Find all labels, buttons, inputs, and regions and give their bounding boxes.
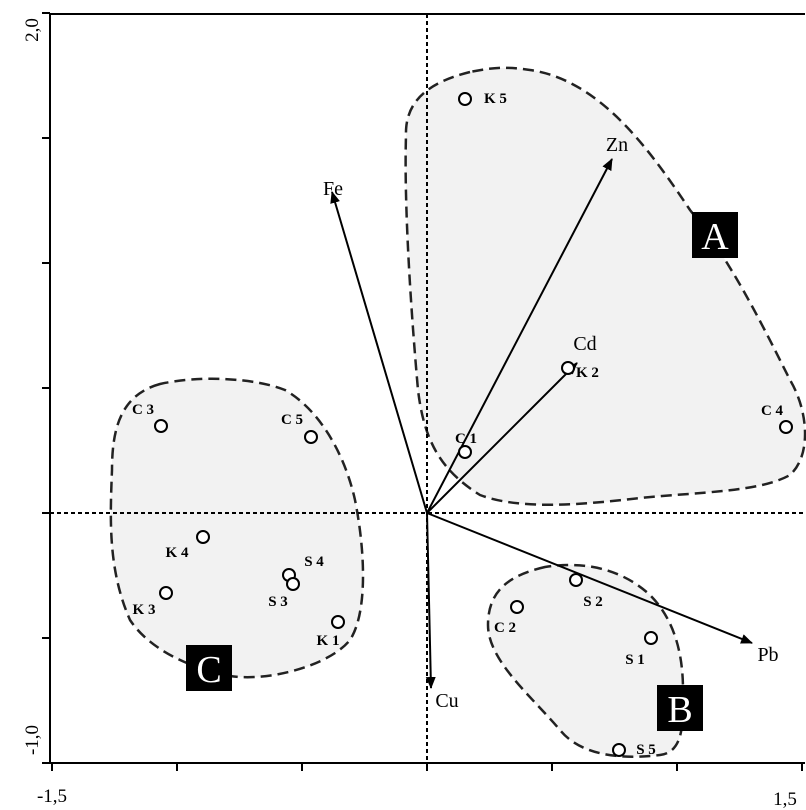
sample-point bbox=[286, 577, 300, 591]
sample-point bbox=[331, 615, 345, 629]
group-label-b: B bbox=[667, 689, 692, 731]
vector-fe bbox=[330, 191, 428, 514]
sample-point bbox=[159, 586, 173, 600]
vector-label-cu: Cu bbox=[435, 690, 458, 712]
x-tick-label: -1,5 bbox=[37, 786, 67, 807]
group-label-a: A bbox=[701, 216, 729, 258]
sample-point bbox=[458, 445, 472, 459]
group-box-b bbox=[657, 685, 703, 731]
axes: -1,5 1,5 2,0 -1,0 bbox=[22, 12, 805, 810]
sample-point-label: C 2 bbox=[494, 620, 516, 636]
group-label-c: C bbox=[196, 649, 221, 691]
sample-point-label: K 5 bbox=[484, 91, 507, 107]
x-tick-label: 1,5 bbox=[773, 789, 797, 810]
sample-point bbox=[569, 573, 583, 587]
y-tick-label: 2,0 bbox=[22, 18, 43, 42]
sample-point bbox=[196, 530, 210, 544]
group-a-region bbox=[404, 66, 806, 507]
sample-point-label: C 1 bbox=[455, 431, 477, 447]
vector-zn bbox=[426, 158, 613, 514]
sample-point-label: S 4 bbox=[304, 554, 324, 570]
y-tick-label: -1,0 bbox=[22, 725, 43, 755]
sample-point bbox=[644, 631, 658, 645]
vector-pb bbox=[426, 512, 753, 644]
group-labels: A B C bbox=[186, 212, 738, 731]
group-box-a bbox=[692, 212, 738, 258]
vector-label-fe: Fe bbox=[323, 178, 343, 200]
sample-point-label: S 5 bbox=[636, 742, 656, 758]
sample-point-label: K 3 bbox=[133, 602, 156, 618]
group-box-c bbox=[186, 645, 232, 691]
sample-point bbox=[510, 600, 524, 614]
sample-points: K 5 K 2 C 1 C 4 C 3 C 5 K 4 S 4 S 3 K 3 K 1 S 2 C 2 S… bbox=[132, 91, 793, 758]
sample-point bbox=[458, 92, 472, 106]
sample-point bbox=[304, 430, 318, 444]
sample-point-label: K 4 bbox=[166, 545, 189, 561]
vector-cu bbox=[425, 512, 436, 689]
group-c-region bbox=[109, 377, 365, 679]
vector-label-cd: Cd bbox=[573, 333, 596, 355]
sample-point-label: S 2 bbox=[583, 594, 603, 610]
sample-point bbox=[561, 361, 575, 375]
sample-point bbox=[779, 420, 793, 434]
sample-point-label: K 2 bbox=[576, 365, 599, 381]
group-regions bbox=[109, 66, 806, 758]
sample-point-label: C 3 bbox=[132, 402, 154, 418]
sample-point-label: C 4 bbox=[761, 403, 784, 419]
sample-point-label: S 3 bbox=[268, 594, 288, 610]
sample-point bbox=[612, 743, 626, 757]
vector-label-zn: Zn bbox=[606, 134, 628, 156]
vector-label-pb: Pb bbox=[757, 644, 778, 666]
group-b-region bbox=[486, 563, 685, 758]
sample-point bbox=[154, 419, 168, 433]
vector-cd bbox=[426, 362, 578, 514]
sample-point-label: K 1 bbox=[317, 633, 340, 649]
sample-point-label: C 5 bbox=[281, 412, 303, 428]
sample-point-label: S 1 bbox=[625, 652, 645, 668]
